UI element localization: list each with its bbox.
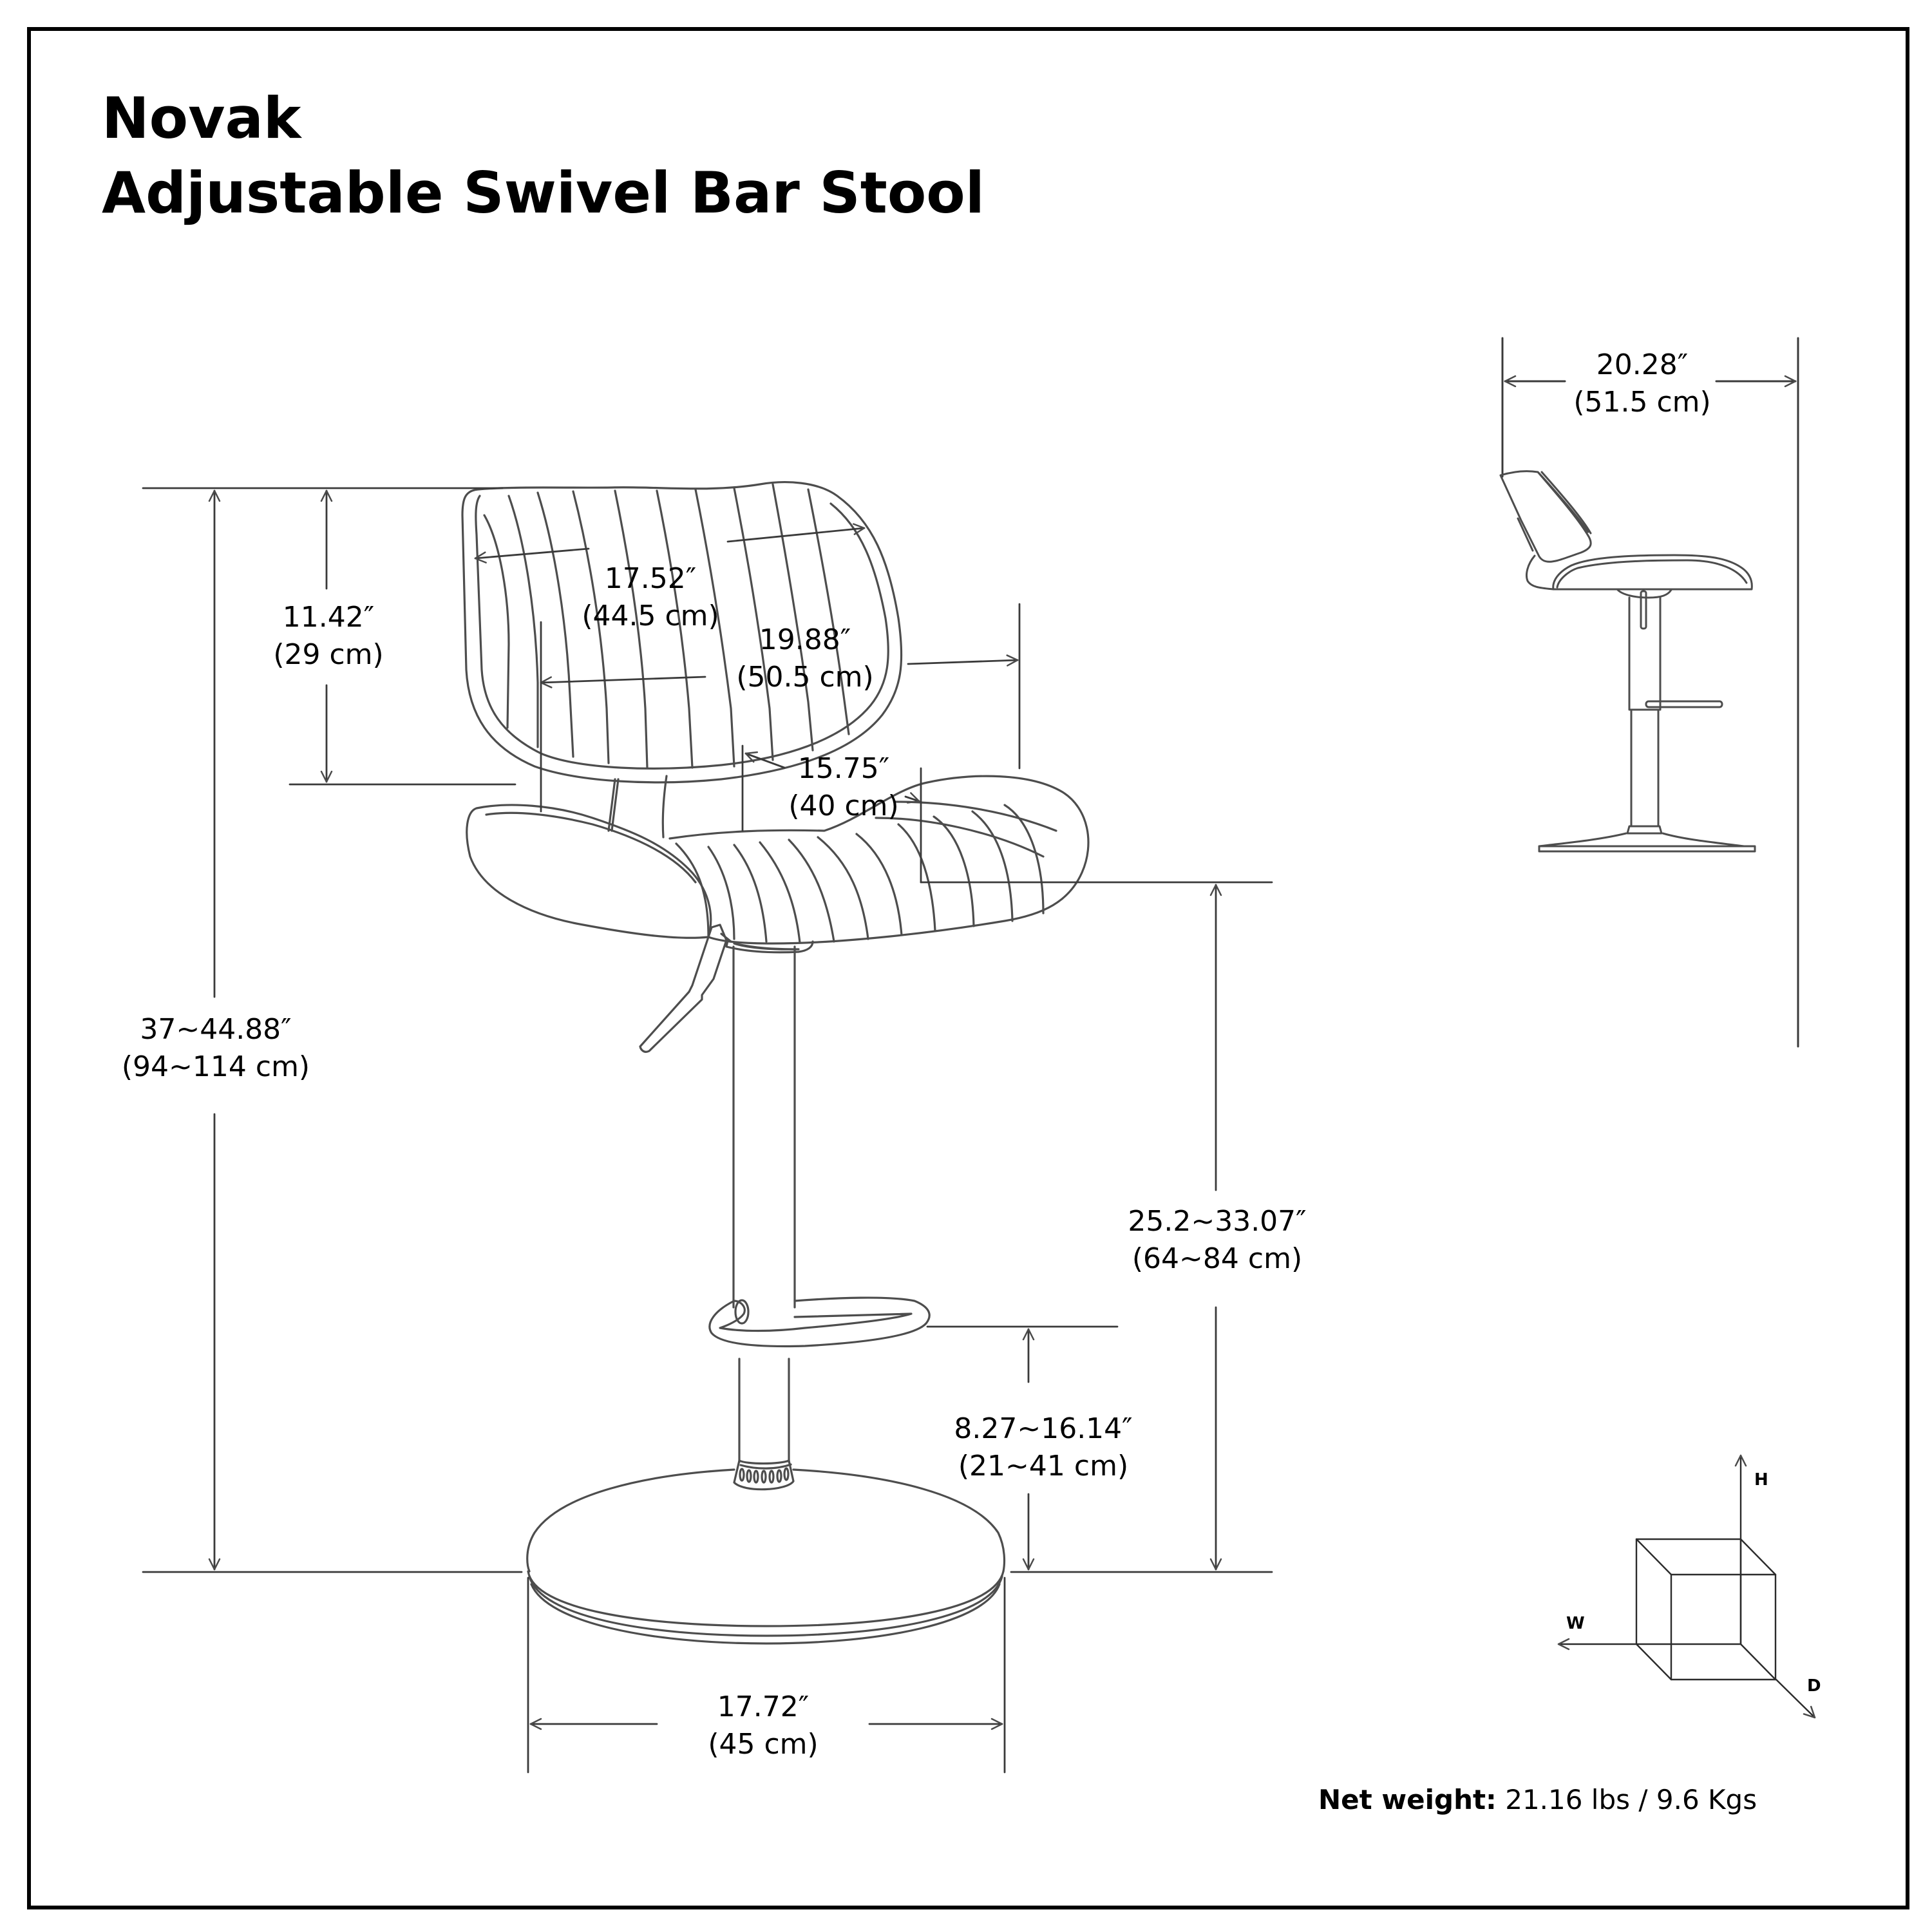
axis-label-depth: D [1807, 1676, 1821, 1696]
gas-lift-column [732, 945, 796, 1463]
product-name: Novak [102, 85, 301, 151]
side-view-stool [1499, 337, 1799, 1048]
backrest-height-label: 11.42″ (29 cm) [273, 601, 384, 671]
round-base [526, 1468, 1006, 1645]
overall-height-label: 37~44.88″ (94~114 cm) [121, 1013, 310, 1083]
height-adjust-lever [639, 923, 732, 1053]
base-collar [733, 1459, 795, 1491]
seat-depth-label: 15.75″ (40 cm) [788, 752, 899, 822]
axis-label-width: W [1566, 1614, 1585, 1633]
backrest [461, 481, 903, 784]
net-weight-value: 21.16 lbs / 9.6 Kgs [1505, 1784, 1757, 1815]
net-weight-label: Net weight: [1318, 1784, 1497, 1815]
footrest-ring [708, 1296, 931, 1348]
footrest-height-label: 8.27~16.14″ (21~41 cm) [954, 1412, 1133, 1482]
axis-label-height: H [1754, 1470, 1768, 1490]
net-weight: Net weight: 21.16 lbs / 9.6 Kgs [1318, 1784, 1757, 1815]
dimension-lines [142, 487, 1273, 1774]
front-view-stool [461, 481, 1090, 1645]
backrest-width-label: 17.52″ (44.5 cm) [582, 562, 719, 632]
product-subtitle: Adjustable Swivel Bar Stool [102, 160, 985, 226]
base-diameter-label: 17.72″ (45 cm) [708, 1690, 819, 1761]
cube-axes-icon [1557, 1454, 1816, 1719]
seat-width-label: 19.88″ (50.5 cm) [736, 623, 874, 694]
page-frame [27, 27, 1909, 1909]
side-depth-label: 20.28″ (51.5 cm) [1573, 348, 1711, 419]
seat-height-label: 25.2~33.07″ (64~84 cm) [1128, 1205, 1307, 1275]
